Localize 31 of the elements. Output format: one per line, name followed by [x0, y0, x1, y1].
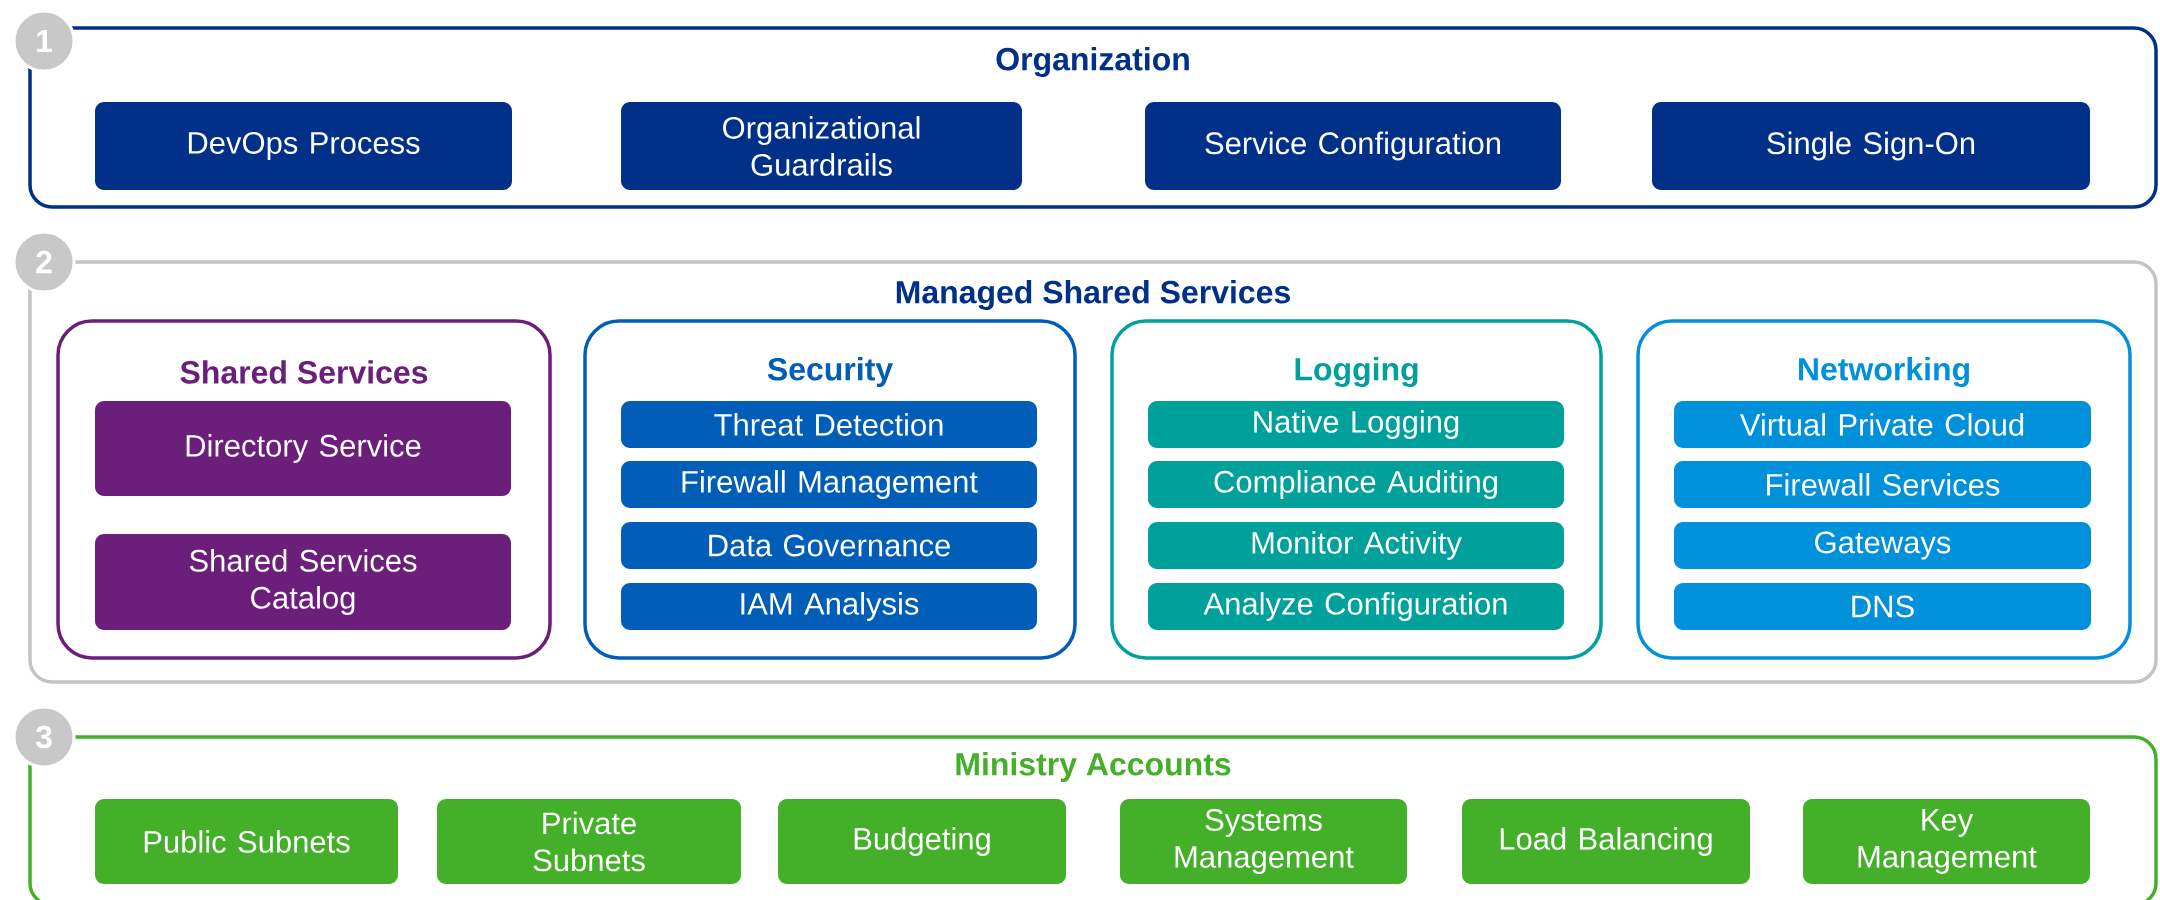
service-box: Shared Services Catalog [95, 534, 511, 630]
service-box: Key Management [1803, 799, 2090, 884]
service-box: Virtual Private Cloud [1674, 401, 2091, 448]
service-box: Private Subnets [437, 799, 741, 884]
service-box: Service Configuration [1145, 102, 1561, 190]
service-box: Native Logging [1148, 401, 1564, 448]
panel-heading: Security [767, 357, 893, 387]
service-box: Load Balancing [1462, 799, 1750, 884]
service-box: Public Subnets [95, 799, 398, 884]
panel-heading: Managed Shared Services [896, 280, 1290, 310]
service-box: Data Governance [621, 522, 1037, 569]
panel-heading: Organization [996, 47, 1189, 77]
panel-heading: Networking [1799, 357, 1969, 387]
service-box: DNS [1674, 583, 2091, 630]
panel-heading: Shared Services [180, 360, 428, 384]
service-box: Budgeting [778, 799, 1066, 884]
service-box: Firewall Services [1674, 461, 2091, 508]
service-box: Analyze Configuration [1148, 583, 1564, 630]
service-box: Gateways [1674, 522, 2091, 569]
service-box: IAM Analysis [621, 583, 1037, 630]
service-box: Compliance Auditing [1148, 461, 1564, 508]
service-box: DevOps Process [95, 102, 512, 190]
panel-heading: Logging [1295, 357, 1418, 387]
panel-heading: Ministry Accounts [956, 752, 1231, 782]
service-box: Firewall Management [621, 461, 1037, 508]
service-box: Directory Service [95, 401, 511, 496]
service-box: Threat Detection [621, 401, 1037, 448]
service-box: Single Sign-On [1652, 102, 2090, 190]
service-box: Monitor Activity [1148, 522, 1564, 569]
service-box: Systems Management [1120, 799, 1407, 884]
service-box: Organizational Guardrails [621, 102, 1022, 190]
